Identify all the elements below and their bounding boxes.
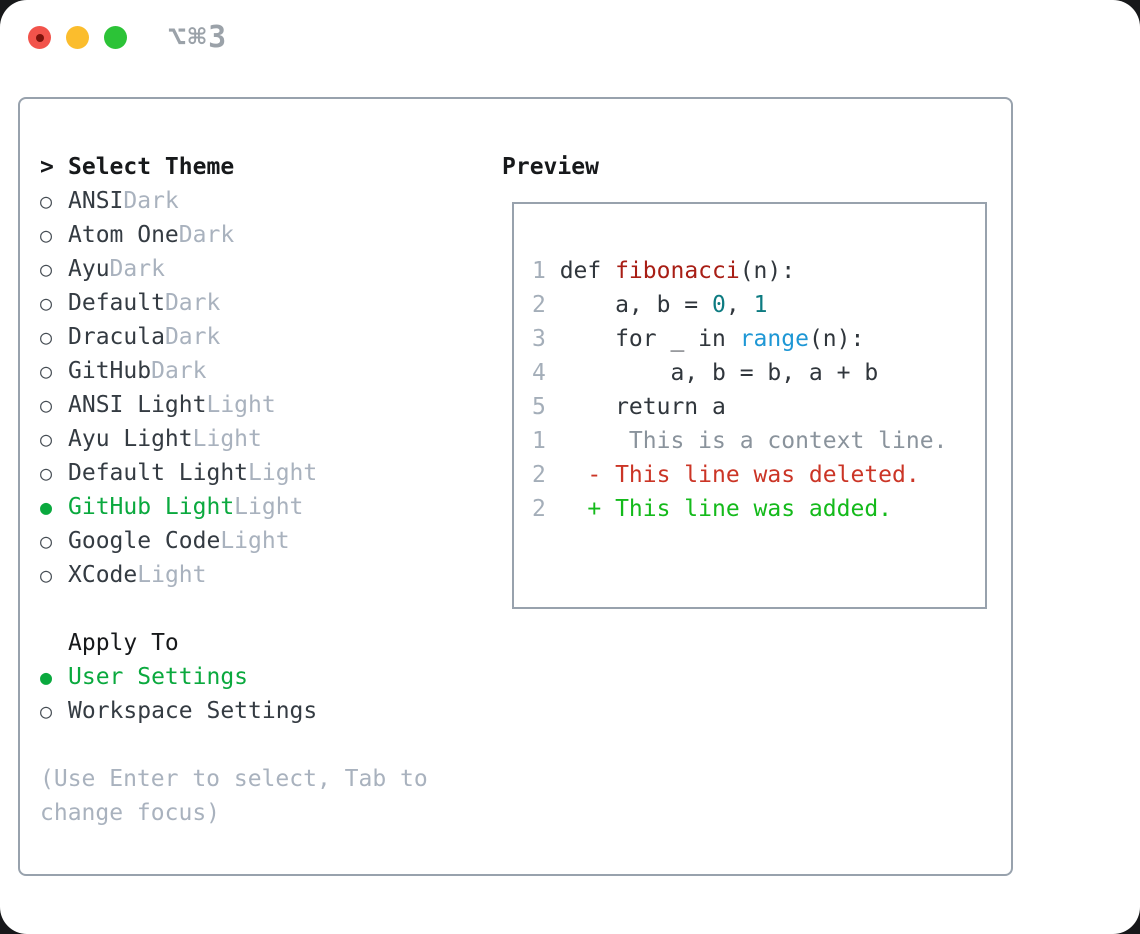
theme-list-item[interactable]: ○ ANSI Dark [40,184,480,218]
code-line: 2 a, b = 0, 1 [532,288,985,322]
theme-variant: Light [137,562,207,588]
theme-list-item[interactable]: ○ Google Code Light [40,524,480,558]
code-line: 5 return a [532,390,985,424]
theme-name: ANSI [68,188,124,214]
code-line: 2 + This line was added. [532,492,985,526]
theme-variant: Dark [164,324,221,350]
theme-name: GitHub [68,358,152,384]
radio-icon: ○ [40,325,53,349]
line-number: 1 [532,428,546,454]
theme-list-item[interactable]: ○ Ayu Light Light [40,422,480,456]
theme-list: ○ ANSI Dark ○ Atom One Dark ○ Ayu Dark ○… [40,184,480,592]
line-number: 2 [532,462,546,488]
theme-list-item[interactable]: ○ Ayu Dark [40,252,480,286]
radio-icon: ○ [40,257,53,281]
theme-variant: Light [234,494,304,520]
radio-icon: ○ [40,291,53,315]
preview-box: 1 def fibonacci(n): 2 a, b = 0, 1 3 for … [512,202,987,609]
theme-list-item[interactable]: ○ GitHub Dark [40,354,480,388]
theme-list-item[interactable]: ○ Dracula Dark [40,320,480,354]
apply-to-section: Apply To ● User Settings ○ Workspace Set… [40,626,480,728]
theme-variant: Light [220,528,290,554]
theme-name: Ayu Light [68,426,193,452]
apply-to-option[interactable]: ● User Settings [40,660,480,694]
radio-icon: ○ [40,529,53,553]
code-segments: This is a context line. [559,428,948,454]
line-number: 5 [532,394,546,420]
cursor-icon: > [40,154,54,180]
radio-icon: ○ [40,699,53,723]
theme-variant: Dark [178,222,235,248]
zoom-button[interactable] [104,26,127,49]
line-number: 4 [532,360,546,386]
code-line: 2 - This line was deleted. [532,458,985,492]
line-number: 2 [532,496,546,522]
theme-list-item[interactable]: ○ Default Light Light [40,456,480,490]
select-theme-heading: Select Theme [68,154,235,180]
radio-icon: ○ [40,563,53,587]
theme-picker-panel: > Select Theme ○ ANSI Dark ○ Atom One Da… [18,97,1013,876]
radio-icon: ● [40,665,53,689]
radio-icon: ○ [40,359,53,383]
theme-variant: Dark [151,358,207,384]
theme-name: ANSI Light [68,392,207,418]
code-segments: for _ in range(n): [559,326,865,352]
code-segments: a, b = b, a + b [559,360,879,386]
theme-variant: Dark [123,188,179,214]
radio-icon: ○ [40,461,53,485]
radio-icon: ○ [40,189,53,213]
code-line: 1 This is a context line. [532,424,985,458]
theme-list-item[interactable]: ○ XCode Light [40,558,480,592]
apply-to-option[interactable]: ○ Workspace Settings [40,694,480,728]
theme-picker-left-column: > Select Theme ○ ANSI Dark ○ Atom One Da… [40,150,480,830]
code-preview: 1 def fibonacci(n): 2 a, b = 0, 1 3 for … [532,254,985,526]
theme-name: Atom One [68,222,179,248]
theme-variant: Light [206,392,276,418]
theme-list-item[interactable]: ○ Atom One Dark [40,218,480,252]
code-segments: + This line was added. [559,496,893,522]
code-segments: def fibonacci(n): [559,258,796,284]
radio-icon: ● [40,495,53,519]
keyboard-hint: (Use Enter to select, Tab to change focu… [40,766,428,826]
radio-icon: ○ [40,223,53,247]
minimize-button[interactable] [66,26,89,49]
close-button[interactable] [28,26,51,49]
line-number: 1 [532,258,546,284]
window-title: ⌥⌘3 [168,20,229,55]
select-theme-header-row: > Select Theme [40,150,480,184]
theme-name: Default Light [68,460,249,486]
apply-to-spacer [40,626,68,660]
theme-name: Google Code [68,528,221,554]
code-segments: - This line was deleted. [559,462,920,488]
theme-name: Dracula [68,324,165,350]
theme-name: Ayu [68,256,110,282]
code-segments: a, b = 0, 1 [559,292,768,318]
theme-variant: Dark [109,256,165,282]
option-name: Workspace Settings [68,698,318,724]
radio-icon: ○ [40,427,53,451]
apply-to-heading: Apply To [68,630,179,656]
theme-name: GitHub Light [68,494,235,520]
apply-to-header-row: Apply To [40,626,480,660]
code-line: 3 for _ in range(n): [532,322,985,356]
theme-name: Default [68,290,165,316]
code-line: 1 def fibonacci(n): [532,254,985,288]
radio-icon: ○ [40,393,53,417]
code-line: 4 a, b = b, a + b [532,356,985,390]
code-segments: return a [559,394,726,420]
titlebar: ⌥⌘3 [0,0,1140,97]
traffic-lights [28,26,127,49]
theme-list-item[interactable]: ○ ANSI Light Light [40,388,480,422]
theme-variant: Light [248,460,318,486]
theme-variant: Light [192,426,262,452]
theme-list-item[interactable]: ● GitHub Light Light [40,490,480,524]
option-name: User Settings [68,664,249,690]
theme-name: XCode [68,562,138,588]
theme-variant: Dark [164,290,221,316]
line-number: 2 [532,292,546,318]
theme-list-item[interactable]: ○ Default Dark [40,286,480,320]
preview-heading: Preview [502,154,599,180]
apply-to-list: ● User Settings ○ Workspace Settings [40,660,480,728]
line-number: 3 [532,326,546,352]
